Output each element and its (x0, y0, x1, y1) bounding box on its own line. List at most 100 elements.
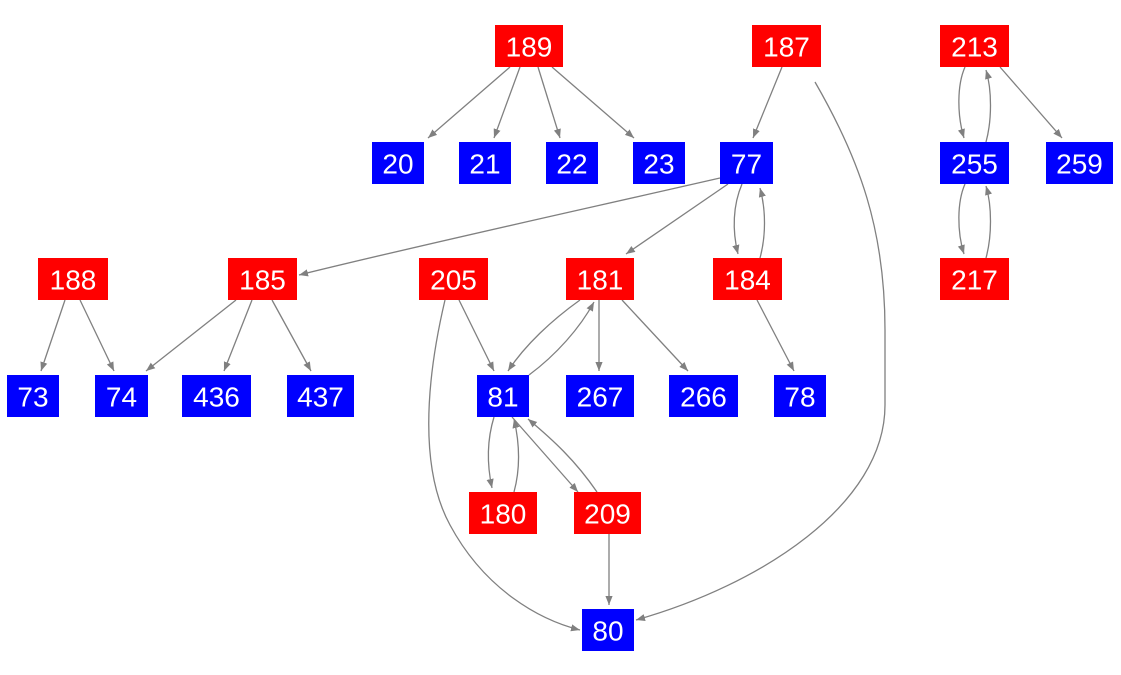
node-label-80: 80 (592, 616, 623, 647)
node-box-73 (7, 375, 59, 417)
node-layer: 189 187 213 20 21 22 23 77 255 259 188 185 205 181 184… (7, 25, 1113, 651)
node-label-267: 267 (577, 382, 624, 413)
node-box-21 (459, 142, 511, 184)
node-label-213: 213 (951, 32, 998, 63)
node-21: 21 (459, 142, 511, 184)
node-78: 78 (774, 375, 826, 417)
node-77: 77 (720, 142, 773, 184)
edge-188-to-73 (40, 299, 66, 372)
node-box-77 (720, 142, 773, 184)
edge-189-to-23 (551, 66, 635, 139)
node-box-22 (546, 142, 598, 184)
node-188: 188 (38, 258, 108, 300)
edge-184-to-78 (756, 299, 795, 372)
edge-180-to-81 (512, 418, 520, 493)
node-22: 22 (546, 142, 598, 184)
edge-189-to-22 (537, 66, 561, 139)
node-label-217: 217 (951, 265, 998, 296)
node-box-23 (633, 142, 685, 184)
node-box-267 (566, 375, 634, 417)
node-label-74: 74 (106, 382, 137, 413)
node-label-20: 20 (382, 149, 413, 180)
node-label-181: 181 (577, 265, 624, 296)
node-267: 267 (566, 375, 634, 417)
edge-187-to-80 (635, 81, 886, 622)
node-label-81: 81 (487, 382, 518, 413)
node-74: 74 (95, 375, 148, 417)
edge-185-to-437 (271, 299, 312, 372)
edge-255-to-213 (985, 69, 993, 143)
edge-187-to-77 (752, 66, 783, 139)
node-label-266: 266 (680, 382, 727, 413)
node-217: 217 (940, 258, 1009, 300)
node-label-188: 188 (50, 265, 97, 296)
node-label-73: 73 (17, 382, 48, 413)
edge-184-to-77 (758, 187, 766, 259)
node-187: 187 (752, 25, 821, 67)
node-box-181 (566, 258, 634, 300)
node-73: 73 (7, 375, 59, 417)
node-box-213 (940, 25, 1009, 67)
node-box-188 (38, 258, 108, 300)
node-box-184 (713, 258, 782, 300)
node-185: 185 (228, 258, 297, 300)
node-box-20 (372, 142, 424, 184)
node-box-180 (469, 492, 537, 534)
edge-185-to-74 (145, 299, 237, 372)
node-box-189 (495, 25, 563, 67)
node-259: 259 (1046, 142, 1113, 184)
node-box-80 (582, 609, 634, 651)
node-box-209 (574, 492, 641, 534)
edge-189-to-21 (493, 66, 521, 139)
node-box-78 (774, 375, 826, 417)
edge-188-to-74 (79, 299, 115, 372)
node-box-255 (940, 142, 1009, 184)
edge-181-to-81 (507, 299, 581, 372)
node-box-437 (287, 375, 354, 417)
edge-213-to-259 (999, 66, 1063, 139)
node-label-180: 180 (480, 499, 527, 530)
node-255: 255 (940, 142, 1009, 184)
node-label-436: 436 (193, 382, 240, 413)
edge-81-to-181 (528, 301, 595, 376)
node-189: 189 (495, 25, 563, 67)
node-box-81 (477, 375, 529, 417)
edge-205-to-81 (458, 299, 495, 372)
edge-layer (40, 66, 1063, 632)
node-box-187 (752, 25, 821, 67)
node-box-259 (1046, 142, 1113, 184)
node-label-205: 205 (430, 265, 477, 296)
node-label-209: 209 (584, 499, 631, 530)
node-184: 184 (713, 258, 782, 300)
edge-81-to-209 (511, 416, 579, 493)
node-box-185 (228, 258, 297, 300)
node-436: 436 (182, 375, 251, 417)
node-213: 213 (940, 25, 1009, 67)
edge-81-to-180 (486, 416, 495, 489)
edge-185-to-436 (223, 299, 253, 372)
node-437: 437 (287, 375, 354, 417)
node-label-189: 189 (506, 32, 553, 63)
node-180: 180 (469, 492, 537, 534)
node-label-255: 255 (951, 149, 998, 180)
node-label-259: 259 (1056, 149, 1103, 180)
node-label-185: 185 (239, 265, 286, 296)
node-205: 205 (419, 258, 488, 300)
node-209: 209 (574, 492, 641, 534)
edge-217-to-255 (985, 185, 993, 259)
edge-77-to-185 (298, 177, 721, 277)
edge-189-to-20 (427, 66, 511, 139)
node-label-78: 78 (784, 382, 815, 413)
edge-213-to-255 (957, 66, 966, 139)
node-label-23: 23 (643, 149, 674, 180)
node-box-217 (940, 258, 1009, 300)
edge-205-to-80 (428, 299, 581, 632)
node-81: 81 (477, 375, 529, 417)
edge-77-to-184 (732, 183, 743, 255)
node-box-74 (95, 375, 148, 417)
edge-77-to-181 (625, 183, 729, 255)
node-20: 20 (372, 142, 424, 184)
node-181: 181 (566, 258, 634, 300)
edge-255-to-217 (957, 183, 966, 255)
